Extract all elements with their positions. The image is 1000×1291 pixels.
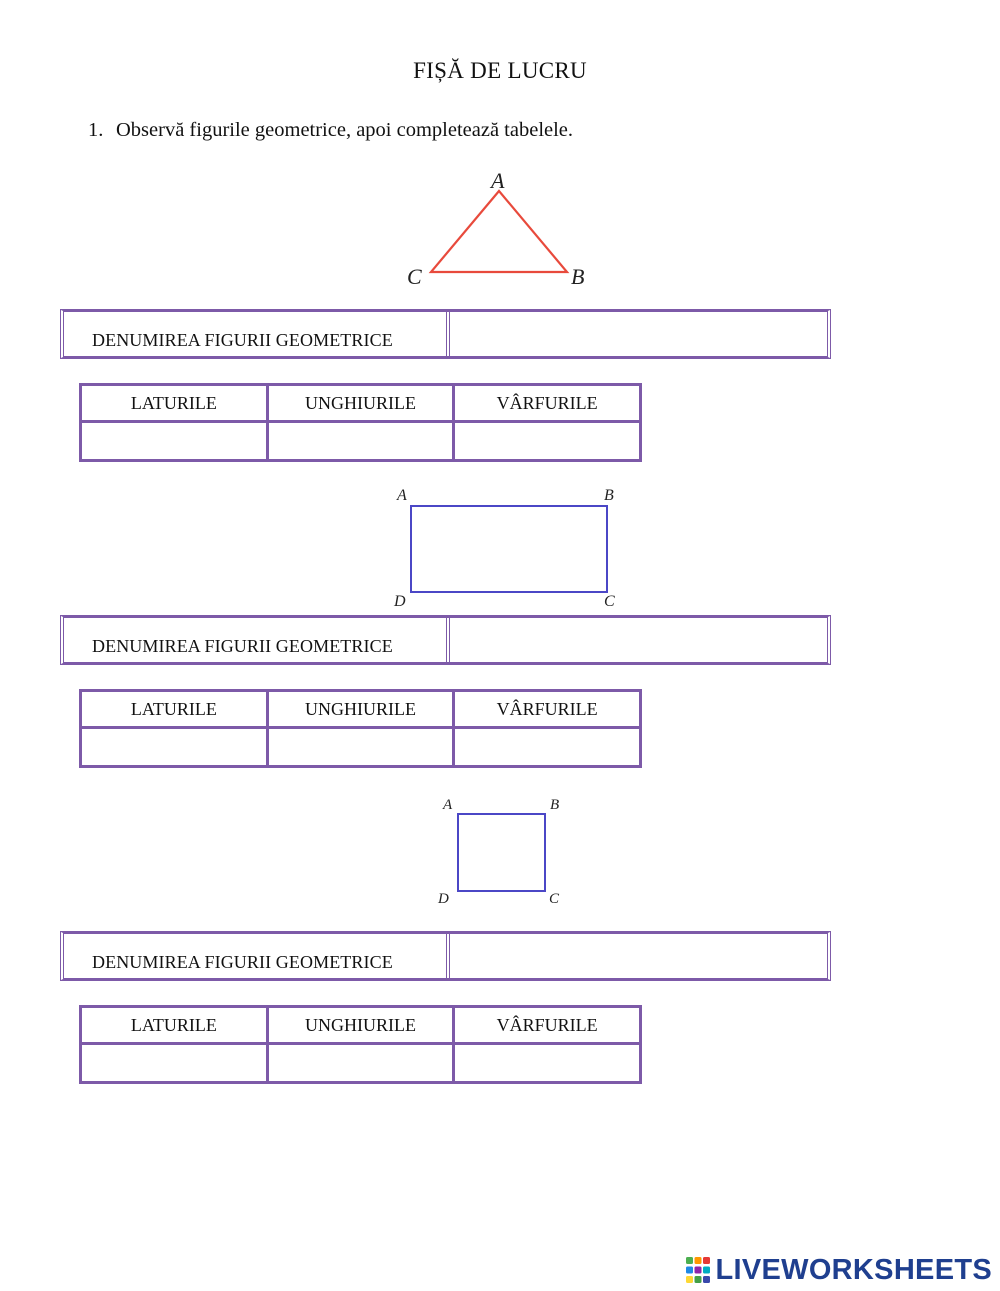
divider (446, 934, 450, 978)
vertex-label-a: A (442, 797, 453, 813)
figure-name-box-1: DENUMIREA FIGURII GEOMETRICE (60, 309, 831, 359)
square-shape (457, 813, 546, 892)
column-header-laturile: LATURILE (79, 1005, 269, 1045)
figure-name-label: DENUMIREA FIGURII GEOMETRICE (92, 636, 393, 656)
instruction: 1. Observă figurile geometrice, apoi comp… (88, 119, 573, 142)
table-header-row: LATURILE UNGHIURILE VÂRFURILE (79, 689, 642, 729)
unghiurile-input-3[interactable] (268, 1045, 457, 1081)
laturile-input-2[interactable] (82, 729, 270, 765)
square-figure: A B C D (437, 797, 560, 907)
liveworksheets-logo-icon (685, 1257, 710, 1283)
triangle-figure: A B C (407, 168, 584, 289)
column-header-unghiurile: UNGHIURILE (265, 383, 456, 423)
column-header-laturile: LATURILE (79, 383, 269, 423)
vertex-label-b: B (571, 264, 584, 289)
divider (446, 618, 450, 662)
table-answer-row (79, 1042, 643, 1084)
answer-cell (79, 420, 270, 462)
figure-name-label: DENUMIREA FIGURII GEOMETRICE (92, 952, 393, 972)
answer-cell (452, 1042, 643, 1084)
unghiurile-input-1[interactable] (268, 423, 457, 459)
vertex-label-a: A (489, 168, 505, 193)
table-answer-row (79, 420, 643, 462)
figure-name-box-3: DENUMIREA FIGURII GEOMETRICE (60, 931, 831, 981)
answer-cell (265, 726, 457, 768)
instruction-text: Observă figurile geometrice, apoi comple… (116, 119, 574, 141)
rectangle-figure: A B C D (393, 487, 615, 610)
page-title: FIȘĂ DE LUCRU (413, 58, 587, 83)
vertex-label-b: B (550, 797, 559, 813)
figure-name-input-2[interactable] (456, 622, 821, 660)
varfurile-input-1[interactable] (455, 423, 643, 459)
figure-name-label: DENUMIREA FIGURII GEOMETRICE (92, 330, 393, 350)
vertex-label-c: C (549, 891, 560, 907)
unghiurile-input-2[interactable] (268, 729, 457, 765)
table-answer-row (79, 726, 643, 768)
laturile-input-1[interactable] (82, 423, 270, 459)
table-header-row: LATURILE UNGHIURILE VÂRFURILE (79, 383, 642, 423)
vertex-label-c: C (604, 593, 615, 610)
divider (446, 312, 450, 356)
figure-name-box-2: DENUMIREA FIGURII GEOMETRICE (60, 615, 831, 665)
properties-table-2: LATURILE UNGHIURILE VÂRFURILE (79, 689, 643, 768)
vertex-label-a: A (396, 487, 407, 504)
vertex-label-c: C (407, 264, 422, 289)
column-header-unghiurile: UNGHIURILE (265, 689, 456, 729)
vertex-label-d: D (437, 891, 449, 907)
table-header-row: LATURILE UNGHIURILE VÂRFURILE (79, 1005, 642, 1045)
varfurile-input-3[interactable] (455, 1045, 643, 1081)
instruction-number: 1. (88, 119, 104, 141)
answer-cell (79, 726, 270, 768)
answer-cell (452, 420, 643, 462)
liveworksheets-logo: LIVEWORKSHEETS (685, 1253, 993, 1286)
figure-name-input-3[interactable] (456, 938, 821, 976)
column-header-unghiurile: UNGHIURILE (265, 1005, 456, 1045)
triangle-shape (428, 189, 570, 274)
vertex-label-b: B (604, 487, 614, 504)
column-header-varfurile: VÂRFURILE (452, 383, 642, 423)
varfurile-input-2[interactable] (455, 729, 643, 765)
answer-cell (79, 1042, 270, 1084)
answer-cell (265, 1042, 457, 1084)
properties-table-1: LATURILE UNGHIURILE VÂRFURILE (79, 383, 643, 462)
logo-text: LIVEWORKSHEETS (715, 1253, 992, 1286)
rectangle-shape (410, 505, 608, 593)
vertex-label-d: D (393, 593, 406, 610)
column-header-varfurile: VÂRFURILE (452, 1005, 642, 1045)
column-header-laturile: LATURILE (79, 689, 269, 729)
answer-cell (452, 726, 643, 768)
properties-table-3: LATURILE UNGHIURILE VÂRFURILE (79, 1005, 643, 1084)
figure-name-input-1[interactable] (456, 316, 821, 354)
answer-cell (265, 420, 457, 462)
column-header-varfurile: VÂRFURILE (452, 689, 642, 729)
laturile-input-3[interactable] (82, 1045, 270, 1081)
